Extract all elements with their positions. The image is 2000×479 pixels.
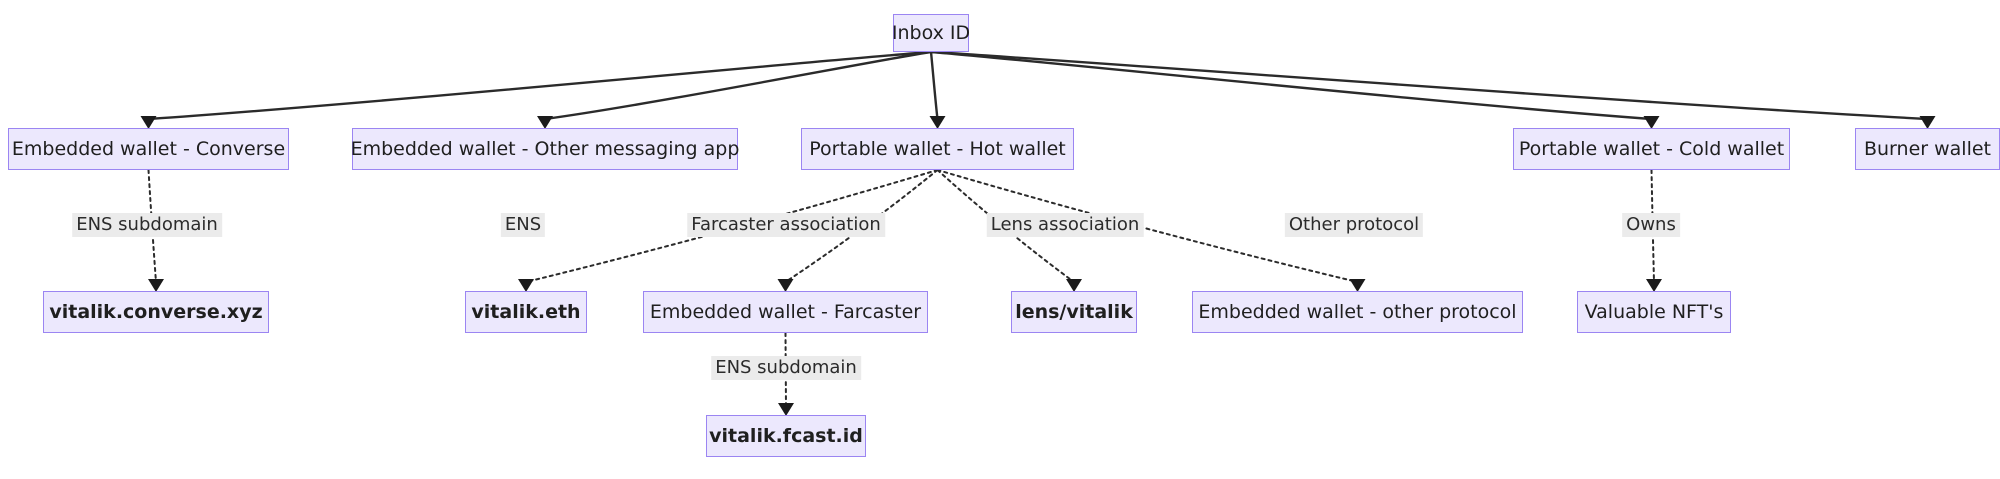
edge-inbox-to-ew_other_msg bbox=[544, 50, 932, 121]
edge-label-pw_cold-to-valuable_nfts: Owns bbox=[1622, 213, 1680, 237]
edge-inbox-to-burner bbox=[930, 50, 1928, 121]
node-lens_vitalik[interactable]: lens/vitalik bbox=[1011, 291, 1137, 333]
node-vitalik_eth[interactable]: vitalik.eth bbox=[465, 291, 587, 333]
edge-pw_hot-to-ew_farcaster bbox=[784, 169, 939, 283]
node-vitalik_converse[interactable]: vitalik.converse.xyz bbox=[43, 291, 269, 333]
edge-label-ew_farcaster-to-vitalik_fcast: ENS subdomain bbox=[711, 356, 861, 380]
node-pw_cold[interactable]: Portable wallet - Cold wallet bbox=[1513, 128, 1790, 170]
arrow-head-icon bbox=[777, 279, 794, 292]
arrow-head-icon bbox=[778, 403, 794, 416]
node-label: Portable wallet - Hot wallet bbox=[809, 137, 1066, 160]
node-label: Embedded wallet - other protocol bbox=[1198, 300, 1517, 323]
node-label: lens/vitalik bbox=[1015, 300, 1133, 323]
edge-label-ew_converse-to-vitalik_converse: ENS subdomain bbox=[72, 213, 222, 237]
arrow-head-icon bbox=[140, 116, 157, 129]
edge-label-pw_hot-to-vitalik_eth: ENS bbox=[500, 213, 546, 237]
arrow-head-icon bbox=[1349, 279, 1366, 292]
node-label: vitalik.fcast.id bbox=[709, 424, 863, 447]
node-vitalik_fcast[interactable]: vitalik.fcast.id bbox=[706, 415, 866, 457]
edge-label-pw_hot-to-lens_vitalik: Lens association bbox=[986, 213, 1144, 237]
node-pw_hot[interactable]: Portable wallet - Hot wallet bbox=[801, 128, 1074, 170]
node-inbox[interactable]: Inbox ID bbox=[891, 14, 971, 52]
node-label: Inbox ID bbox=[891, 21, 971, 44]
node-label: Portable wallet - Cold wallet bbox=[1518, 137, 1785, 160]
node-label: Embedded wallet - Converse bbox=[11, 137, 286, 160]
arrow-head-icon bbox=[148, 279, 164, 292]
node-ew_other_proto[interactable]: Embedded wallet - other protocol bbox=[1192, 291, 1523, 333]
edge-label-pw_hot-to-ew_farcaster: Farcaster association bbox=[687, 213, 885, 237]
edge-inbox-to-pw_hot bbox=[929, 51, 939, 120]
node-label: Valuable NFT's bbox=[1584, 300, 1724, 323]
arrow-head-icon bbox=[929, 116, 946, 129]
edge-inbox-to-pw_cold bbox=[930, 50, 1652, 121]
arrow-head-icon bbox=[518, 279, 534, 292]
arrow-head-icon bbox=[1643, 116, 1660, 129]
node-label: Burner wallet bbox=[1863, 137, 1992, 160]
node-valuable_nfts[interactable]: Valuable NFT's bbox=[1577, 291, 1731, 333]
node-label: Embedded wallet - Other messaging app bbox=[350, 137, 740, 160]
node-burner[interactable]: Burner wallet bbox=[1855, 128, 2000, 170]
edge-label-pw_hot-to-ew_other_proto: Other protocol bbox=[1284, 213, 1424, 237]
arrow-head-icon bbox=[1066, 279, 1082, 292]
node-ew_other_msg[interactable]: Embedded wallet - Other messaging app bbox=[350, 128, 740, 170]
node-label: vitalik.eth bbox=[471, 300, 581, 323]
arrow-head-icon bbox=[1919, 116, 1936, 129]
node-label: Embedded wallet - Farcaster bbox=[649, 300, 922, 323]
edge-pw_hot-to-ew_other_proto bbox=[936, 169, 1359, 283]
node-ew_converse[interactable]: Embedded wallet - Converse bbox=[8, 128, 289, 170]
node-label: vitalik.converse.xyz bbox=[49, 300, 263, 323]
edge-inbox-to-ew_converse bbox=[148, 50, 932, 121]
arrow-head-icon bbox=[1646, 279, 1662, 292]
arrow-head-icon bbox=[537, 116, 553, 129]
node-ew_farcaster[interactable]: Embedded wallet - Farcaster bbox=[643, 291, 928, 333]
